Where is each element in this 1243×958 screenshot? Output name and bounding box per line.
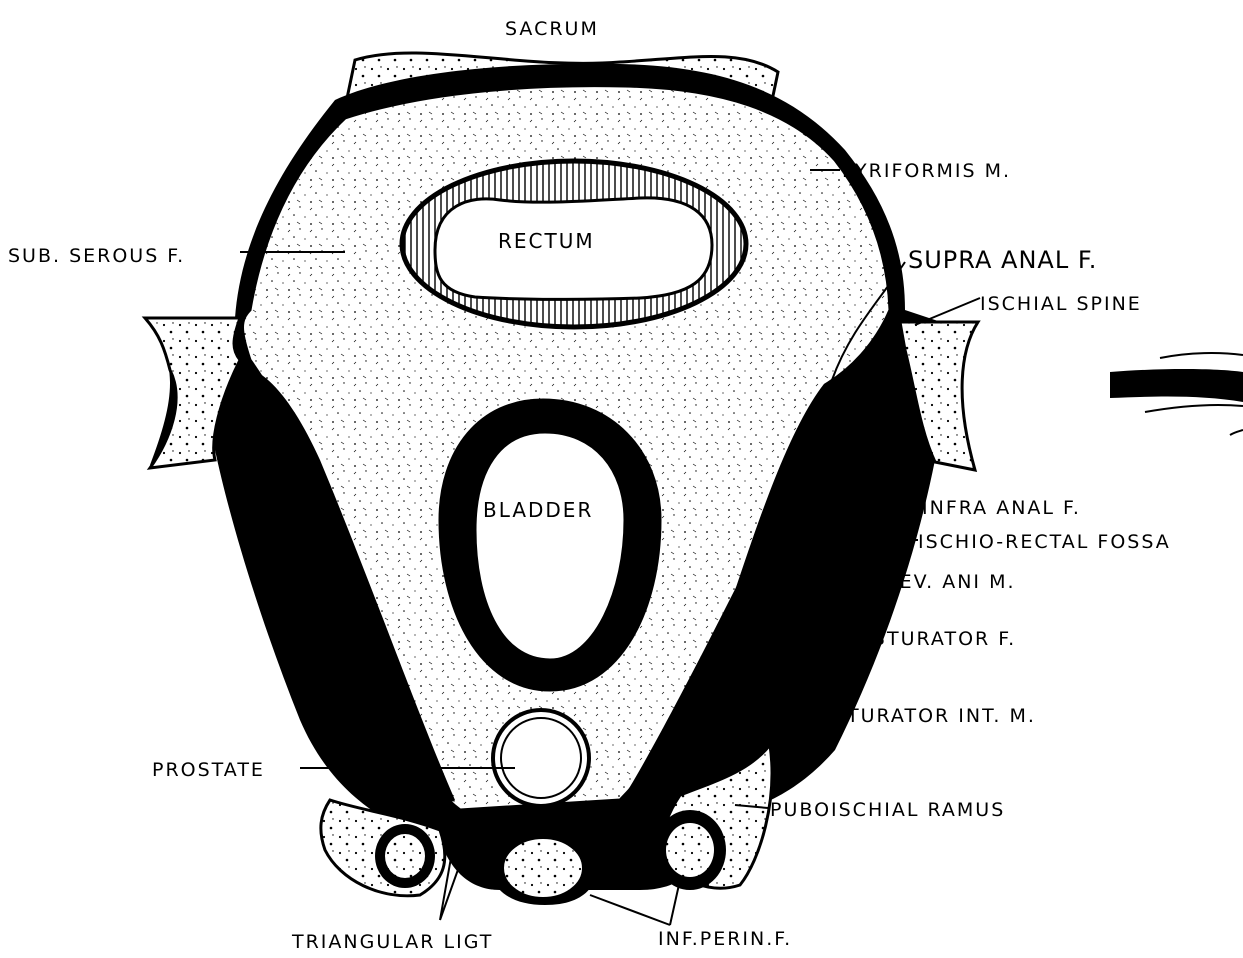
label-supra-anal: SUPRA ANAL F. — [908, 246, 1097, 274]
label-infra-anal: INFRA ANAL F. — [922, 497, 1081, 519]
label-sacrum: SACRUM — [505, 18, 599, 40]
label-puboischial: PUBOISCHIAL RAMUS — [770, 799, 1005, 821]
label-bladder: BLADDER — [483, 498, 593, 522]
label-ischio-rectal: ISCHIO-RECTAL FOSSA — [918, 531, 1171, 553]
label-rectum: RECTUM — [498, 229, 595, 253]
triangular-ligament — [430, 812, 650, 830]
label-ischial-spine: ISCHIAL SPINE — [980, 293, 1142, 315]
label-inf-perin: INF.PERIN.F. — [658, 928, 792, 950]
label-obturator-f: OBTURATOR F. — [855, 628, 1016, 650]
penile-bulb — [503, 838, 583, 898]
label-triangular: TRIANGULAR LIGT — [291, 931, 493, 953]
label-pyriformis: PYRIFORMIS M. — [842, 160, 1011, 182]
prostate — [493, 710, 589, 806]
edge-structure — [1110, 369, 1243, 402]
label-obturator-int: OBTURATOR INT. M. — [815, 705, 1036, 727]
label-sub-serous: SUB. SEROUS F. — [8, 245, 185, 267]
label-lev-ani: LEV. ANI M. — [887, 571, 1016, 593]
label-prostate: PROSTATE — [152, 759, 265, 781]
